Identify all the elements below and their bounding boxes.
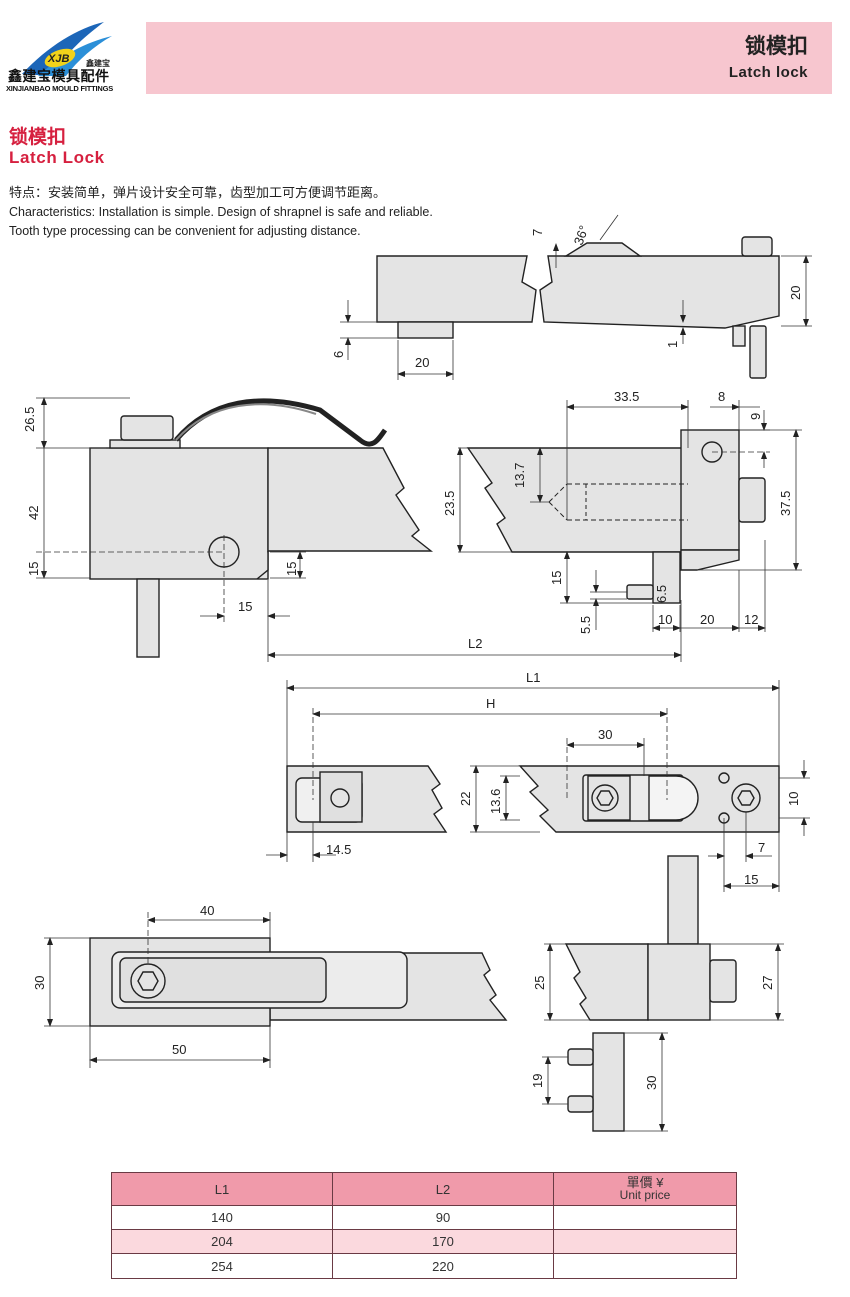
table-row: 254 220	[111, 1253, 737, 1279]
header-price-cn: 單價 ¥	[626, 1175, 664, 1190]
end-view-bottom-right	[564, 855, 737, 1132]
cell-L1: 254	[111, 1253, 333, 1279]
dim-13-6: 13.6	[488, 789, 503, 814]
dim-10: 10	[658, 612, 672, 627]
cell-L2: 220	[332, 1253, 554, 1279]
dim-L2: L2	[468, 636, 482, 651]
dim-15-right: 15	[549, 571, 564, 585]
cell-L2: 90	[332, 1205, 554, 1230]
dim-37-5: 37.5	[778, 491, 793, 516]
table-row: 140 90	[111, 1205, 737, 1230]
logo-swoosh-icon: XJB 鑫建宝	[22, 22, 112, 76]
table-row: 204 170	[111, 1229, 737, 1254]
dim-15-left: 15	[26, 562, 41, 576]
dim-5-5: 5.5	[578, 616, 593, 634]
dim-42: 42	[26, 506, 41, 520]
cell-price	[553, 1229, 737, 1254]
header-L1: L1	[111, 1172, 333, 1206]
side-view-top	[376, 236, 780, 379]
plan-view-bottom	[89, 937, 508, 1027]
product-title-cn: 锁模扣	[9, 127, 67, 148]
dim-30-small: 30	[644, 1076, 659, 1090]
front-view-right	[466, 429, 766, 604]
header-title-cn: 锁模扣	[745, 35, 808, 58]
cell-L2: 170	[332, 1229, 554, 1254]
dim-19: 19	[530, 1074, 545, 1088]
features-cn: 特点：安装简单，弹片设计安全可靠，齿型加工可方便调节距离。	[9, 185, 387, 200]
dim-13-7: 13.7	[512, 463, 527, 488]
cell-L1: 140	[111, 1205, 333, 1230]
dim-9: 9	[748, 413, 763, 420]
table-header-row: L1 L2 單價 ¥ Unit price	[111, 1172, 737, 1206]
dim-15-side: 15	[744, 872, 758, 887]
dim-22: 22	[458, 792, 473, 806]
header-unit-price: 單價 ¥ Unit price	[553, 1172, 737, 1206]
dim-40: 40	[200, 903, 214, 918]
dim-20-right: 20	[700, 612, 714, 627]
cell-L1: 204	[111, 1229, 333, 1254]
company-name-cn: 鑫建宝模具配件	[8, 68, 110, 84]
front-view-left	[89, 398, 434, 658]
dim-L1: L1	[526, 670, 540, 685]
dim-30-top: 30	[598, 727, 612, 742]
cell-price	[553, 1205, 737, 1230]
dim-15-bottom: 15	[238, 599, 252, 614]
logo-badge: XJB	[47, 53, 69, 65]
header-L2: L2	[332, 1172, 554, 1206]
features-en-line2: Tooth type processing can be convenient …	[9, 224, 361, 238]
dim-20-bottom: 20	[415, 355, 429, 370]
dim-14-5: 14.5	[326, 842, 351, 857]
cell-price	[553, 1253, 737, 1279]
dim-8: 8	[718, 389, 725, 404]
company-name-en: XINJIANBAO MOULD FITTINGS	[6, 84, 114, 93]
dim-6-5: 6.5	[654, 585, 669, 603]
header-title-en: Latch lock	[728, 64, 808, 81]
dim-23-5: 23.5	[442, 491, 457, 516]
dim-20-top: 20	[788, 286, 803, 300]
dim-33-5: 33.5	[614, 389, 639, 404]
dim-10-side: 10	[786, 792, 801, 806]
header-price-en: Unit price	[619, 1188, 671, 1202]
logo-badge-cn: 鑫建宝	[85, 58, 110, 68]
price-table: L1 L2 單價 ¥ Unit price 140 90 204 170 254…	[111, 1172, 737, 1279]
product-title-en: Latch Lock	[9, 148, 105, 167]
dim-25: 25	[532, 976, 547, 990]
dim-15-mid: 15	[284, 562, 299, 576]
dim-36deg: 36°	[571, 223, 592, 247]
dim-H: H	[486, 696, 495, 711]
dim-1: 1	[665, 341, 680, 348]
dim-6: 6	[331, 351, 346, 358]
plan-view-middle	[286, 765, 780, 833]
dim-12: 12	[744, 612, 758, 627]
features-en-line1: Characteristics: Installation is simple.…	[9, 205, 433, 219]
dim-7-side: 7	[758, 840, 765, 855]
dim-7: 7	[530, 229, 545, 236]
dim-26-5: 26.5	[22, 407, 37, 432]
header-band: 锁模扣 Latch lock	[146, 22, 832, 94]
dim-27: 27	[760, 976, 775, 990]
dim-30-left: 30	[32, 976, 47, 990]
dim-50: 50	[172, 1042, 186, 1057]
